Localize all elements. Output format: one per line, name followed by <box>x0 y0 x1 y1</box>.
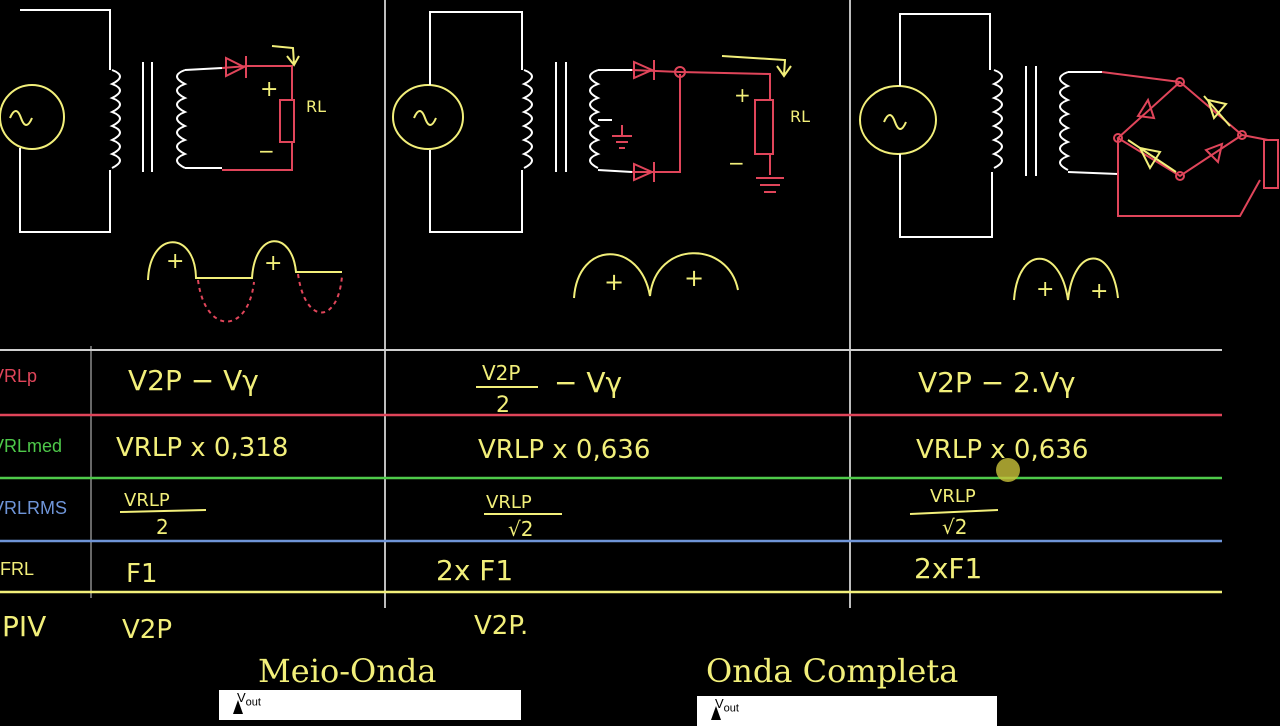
center-tap-load <box>612 66 784 193</box>
wave-plus: + <box>1090 279 1108 304</box>
center-tap-waveform <box>573 252 739 299</box>
vout-label-right: Vout <box>715 696 739 715</box>
ct-frl: 2x F1 <box>436 554 513 587</box>
current-arrow-1 <box>271 45 300 67</box>
ct-piv: V2P. <box>474 611 528 641</box>
ct-vrlrms-den: √2 <box>508 517 533 541</box>
ac-source-1 <box>0 84 65 150</box>
up-arrow-icon <box>233 700 243 714</box>
bridge-diodes <box>1127 95 1231 173</box>
center-tap-circuit <box>392 11 633 233</box>
row-label-vrlmed: VRLmed <box>0 436 62 456</box>
row-label-vrlrms: VRLRMS <box>0 498 67 518</box>
ct-vrlmed: VRLP x 0,636 <box>478 435 650 465</box>
plus-sign-2: + <box>734 83 751 107</box>
row-label-vrlp: VRLp <box>0 366 37 386</box>
vout-label-left: Vout <box>237 690 261 709</box>
primary-wire-1 <box>20 9 111 70</box>
row-label-piv: PIV <box>2 610 46 643</box>
title-full-wave: Onda Completa <box>706 652 958 690</box>
minus-sign: − <box>258 139 275 163</box>
hw-frl: F1 <box>126 559 158 589</box>
vout-panel-right: Vout <box>697 696 997 726</box>
half-wave-circuit <box>0 9 223 233</box>
br-vrlp: V2P − 2.Vγ <box>918 366 1076 399</box>
ac-source-2 <box>392 84 464 150</box>
hw-vrlrms-bar <box>119 509 207 513</box>
hw-vrlp: V2P − Vγ <box>128 364 259 397</box>
hw-vrlmed: VRLP x 0,318 <box>116 433 288 463</box>
primary-coil-1 <box>109 69 121 169</box>
half-wave-load <box>221 65 295 171</box>
br-vrlrms-den: √2 <box>942 515 967 539</box>
ac-symbol-1 <box>9 110 33 126</box>
ac-source-3 <box>859 85 937 155</box>
secondary-coil-1 <box>176 69 188 169</box>
hw-vrlrms-num: VRLP <box>124 490 170 511</box>
wave-plus: + <box>1036 277 1054 302</box>
minus-sign-2: − <box>728 151 745 175</box>
rl-label-2: RL <box>790 107 810 126</box>
br-vrlmed: VRLP x 0,636 <box>916 435 1088 465</box>
wave-plus: + <box>166 249 184 274</box>
ct-vrlrms-num: VRLP <box>486 492 532 513</box>
bridge-load <box>1101 71 1279 217</box>
diodes-2 <box>633 60 655 182</box>
plus-sign: + <box>260 77 278 102</box>
title-half-wave: Meio-Onda <box>258 652 436 690</box>
hw-piv: V2P <box>122 615 172 645</box>
br-vrlrms-bar <box>909 509 999 515</box>
wave-plus: + <box>604 268 624 296</box>
ct-vrlp-num: V2P <box>482 361 520 385</box>
up-arrow-icon <box>711 706 721 720</box>
bridge-circuit <box>859 13 1119 238</box>
wave-plus: + <box>264 251 282 276</box>
current-arrow-2 <box>721 55 792 78</box>
hw-vrlrms-den: 2 <box>156 515 169 539</box>
half-wave-waveform <box>147 240 343 323</box>
diode-1 <box>225 56 247 78</box>
br-frl: 2xF1 <box>914 552 982 585</box>
rl-label-1: RL <box>306 97 326 116</box>
ct-vrlp-den: 2 <box>496 393 510 418</box>
row-label-frl: FRL <box>0 559 34 579</box>
ct-vrlp-rest: − Vγ <box>554 366 622 399</box>
wave-plus: + <box>684 264 704 292</box>
vout-panel-left: Vout <box>219 690 521 720</box>
pointer-highlight <box>996 458 1020 482</box>
br-vrlrms-num: VRLP <box>930 486 976 507</box>
bridge-waveform <box>1013 257 1119 301</box>
